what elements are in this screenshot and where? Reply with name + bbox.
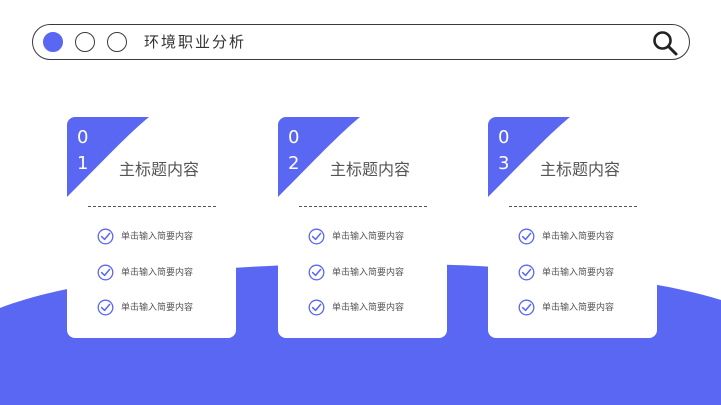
search-bar[interactable]: 环境职业分析: [32, 24, 690, 60]
check-circle-icon: [308, 228, 325, 245]
check-circle-icon: [518, 228, 535, 245]
card-title: 主标题内容: [330, 160, 411, 179]
list-item-text: 单击输入简要内容: [542, 303, 615, 313]
page-title: 环境职业分析: [144, 33, 247, 51]
list-item: 单击输入简要内容: [97, 228, 207, 262]
card-1: 01 主标题内容 单击输入简要内容 单击输入简要内容 单击输入简要内容: [67, 117, 236, 338]
list-item-text: 单击输入简要内容: [121, 232, 194, 242]
check-circle-icon: [97, 299, 114, 316]
check-circle-icon: [518, 299, 535, 316]
list-item-text: 单击输入简要内容: [332, 232, 405, 242]
list-item: 单击输入简要内容: [97, 299, 207, 333]
list-item: 单击输入简要内容: [308, 264, 418, 298]
list-item: 单击输入简要内容: [518, 264, 628, 298]
card-number: 03: [498, 127, 510, 174]
card-title: 主标题内容: [119, 160, 200, 179]
card-number: 01: [77, 127, 89, 174]
list-item-text: 单击输入简要内容: [121, 303, 194, 313]
list-item: 单击输入简要内容: [518, 299, 628, 333]
card-corner-shape: [67, 117, 149, 197]
card-corner-shape: [278, 117, 360, 197]
card-corner-shape: [488, 117, 570, 197]
divider: [299, 206, 427, 207]
search-icon[interactable]: [651, 29, 679, 57]
window-dot-active[interactable]: [43, 32, 63, 52]
check-circle-icon: [308, 264, 325, 281]
check-circle-icon: [308, 299, 325, 316]
list-item-text: 单击输入简要内容: [332, 268, 405, 278]
check-circle-icon: [518, 264, 535, 281]
list-item: 单击输入简要内容: [97, 264, 207, 298]
list-item-text: 单击输入简要内容: [542, 232, 615, 242]
card-number: 02: [288, 127, 300, 174]
divider: [509, 206, 637, 207]
check-circle-icon: [97, 264, 114, 281]
card-3: 03 主标题内容 单击输入简要内容 单击输入简要内容 单击输入简要内容: [488, 117, 657, 338]
list-item: 单击输入简要内容: [518, 228, 628, 262]
list-item: 单击输入简要内容: [308, 299, 418, 333]
card-2: 02 主标题内容 单击输入简要内容 单击输入简要内容 单击输入简要内容: [278, 117, 447, 338]
window-dot[interactable]: [107, 32, 127, 52]
divider: [88, 206, 216, 207]
list-item-text: 单击输入简要内容: [332, 303, 405, 313]
list-item-text: 单击输入简要内容: [121, 268, 194, 278]
list-item-text: 单击输入简要内容: [542, 268, 615, 278]
list-item: 单击输入简要内容: [308, 228, 418, 262]
window-dot[interactable]: [75, 32, 95, 52]
card-title: 主标题内容: [540, 160, 621, 179]
check-circle-icon: [97, 228, 114, 245]
